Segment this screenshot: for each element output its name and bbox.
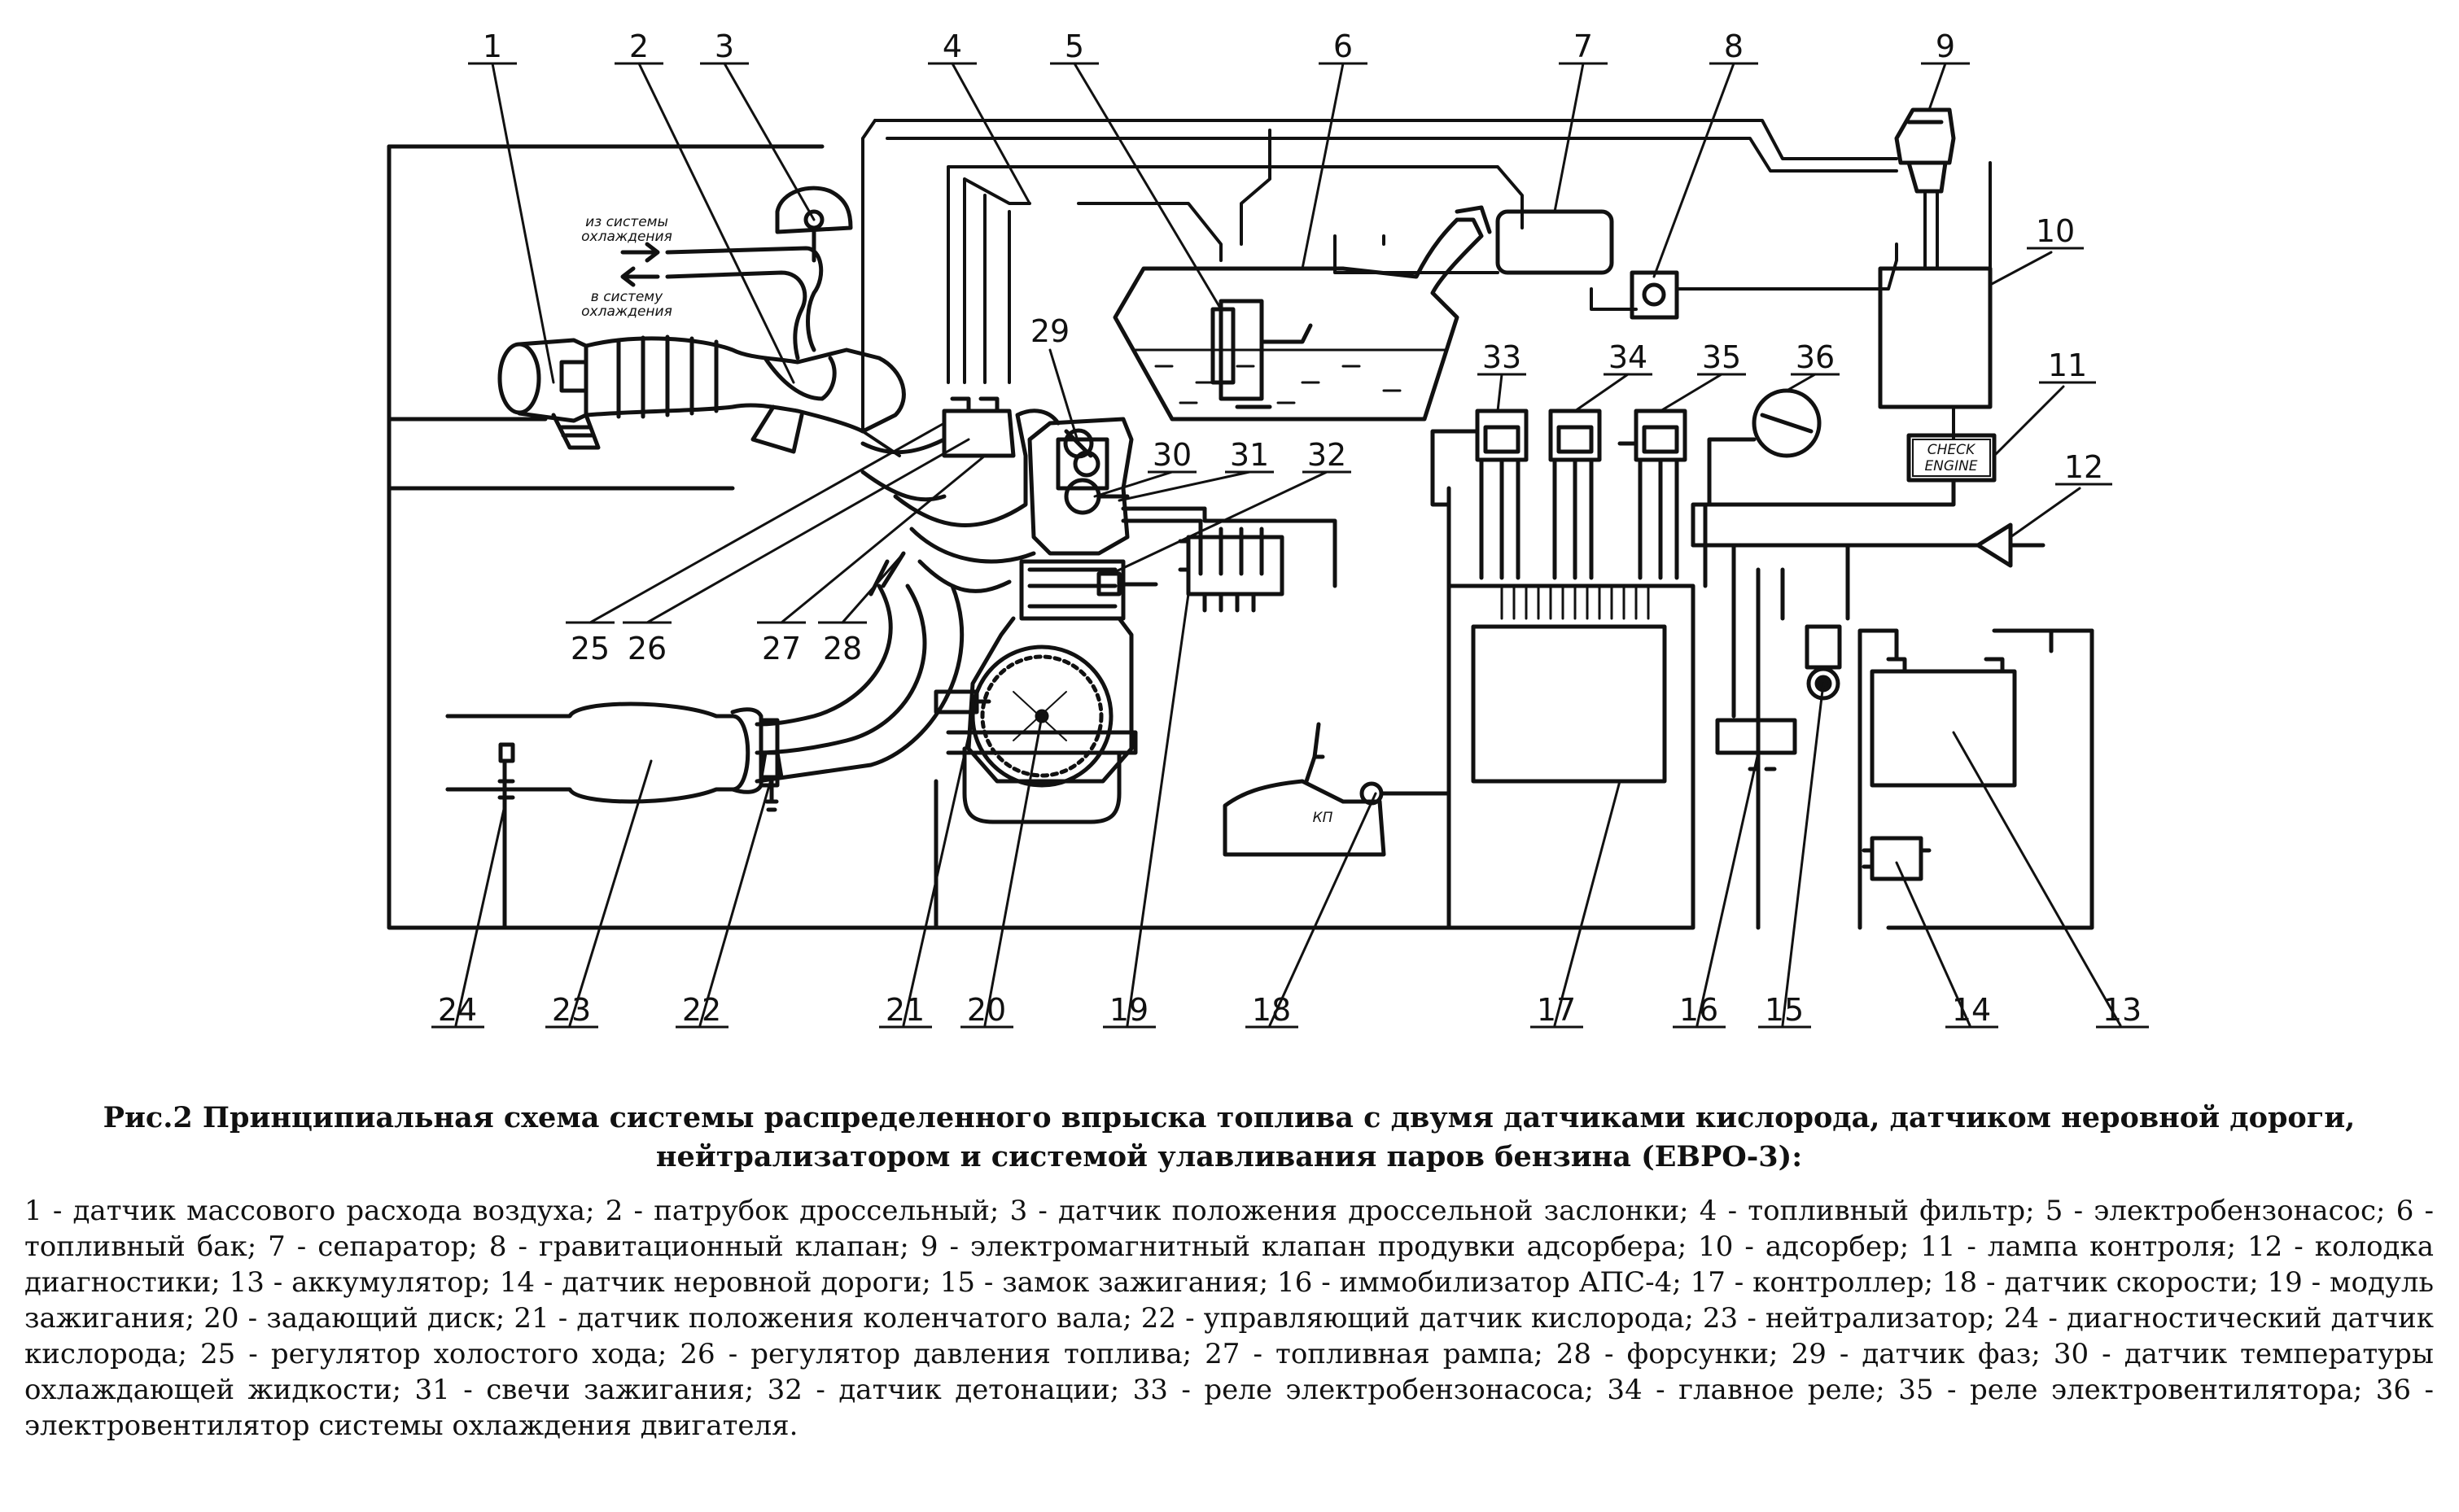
to-cooling-text-1: в систему [591, 289, 663, 305]
battery-wire [1857, 628, 1899, 930]
label-8: 8 [1724, 28, 1744, 64]
catalytic-converter [445, 701, 780, 804]
figure-caption: Рис.2 Принципиальная схема системы распр… [24, 1099, 2434, 1444]
label-15: 15 [1765, 992, 1804, 1028]
throttle-position-sensor [775, 186, 853, 263]
crankshaft-position-sensor [934, 689, 991, 714]
relay-fan [1617, 409, 1687, 580]
ignition-module [1178, 527, 1284, 613]
gearbox [1223, 722, 1386, 857]
gravity-valve-line [1590, 243, 1898, 311]
label-20: 20 [967, 992, 1006, 1028]
label-35: 35 [1702, 339, 1741, 375]
throttle-body [750, 356, 837, 454]
check-engine-text-1: CHECK [1927, 442, 1976, 458]
wiring-frame-right [1886, 628, 2094, 930]
label-10: 10 [2036, 213, 2075, 249]
check-engine-text-2: ENGINE [1924, 458, 1977, 474]
vapour-line-inner [886, 137, 1898, 173]
electric-fuel-pump [1210, 299, 1313, 409]
label-24: 24 [438, 992, 477, 1028]
cylinder-head [1027, 417, 1134, 556]
diagnostic-oxygen-sensor [497, 742, 515, 930]
adsorber-line [1952, 161, 1992, 441]
fuel-rail [860, 396, 1016, 502]
adsorber [1878, 266, 1993, 409]
label-23: 23 [552, 992, 591, 1028]
label-30: 30 [1153, 437, 1192, 473]
diagnostic-connector [1739, 522, 2046, 568]
caption-legend: 1 - датчик массового расхода воздуха; 2 … [24, 1195, 2434, 1442]
purge-valve-line [1923, 190, 1939, 270]
label-28: 28 [823, 631, 862, 666]
label-1: 1 [483, 28, 502, 64]
oil-sump [946, 730, 1138, 824]
injection-system-diagram: 1 2 3 4 5 6 7 8 9 10 11 12 13 14 15 16 1… [387, 28, 2149, 1029]
vapour-line-outer-2 [861, 119, 901, 457]
battery [1870, 628, 2094, 788]
fuel-line-filter-2 [963, 177, 1031, 384]
lamp-wire [1691, 478, 1956, 548]
rough-road-sensor [1862, 836, 1932, 881]
label-36: 36 [1796, 339, 1835, 375]
exhaust-pipe-front [755, 583, 965, 930]
label-9: 9 [1936, 28, 1955, 64]
label-7: 7 [1573, 28, 1593, 64]
label-6: 6 [1333, 28, 1353, 64]
coolant-temp-sensor [1064, 478, 1130, 515]
vapour-line-outer [873, 119, 1898, 160]
label-33: 33 [1482, 339, 1521, 375]
label-25: 25 [571, 631, 610, 666]
purge-valve [1894, 107, 1956, 194]
check-engine-face [1912, 439, 1991, 477]
label-27: 27 [762, 631, 801, 666]
label-22: 22 [682, 992, 721, 1028]
fuel-return-line [983, 194, 1011, 384]
caption-title: Рис.2 Принципиальная схема системы распр… [103, 1101, 2356, 1173]
label-29: 29 [1030, 313, 1070, 349]
label-11: 11 [2048, 347, 2087, 383]
separator [1495, 209, 1614, 275]
label-16: 16 [1679, 992, 1718, 1028]
gearbox-text: КП [1313, 810, 1333, 826]
from-cooling-text-1: из системы [585, 214, 668, 230]
mass-air-flow-sensor [497, 338, 601, 450]
label-18: 18 [1252, 992, 1291, 1028]
label-31: 31 [1230, 437, 1269, 473]
label-17: 17 [1537, 992, 1576, 1028]
wiring-shelf [387, 417, 735, 491]
relay-main [1548, 409, 1602, 580]
label-19: 19 [1109, 992, 1149, 1028]
label-34: 34 [1608, 339, 1647, 375]
label-32: 32 [1307, 437, 1346, 473]
relay-wiring [1430, 429, 1480, 588]
immobilizer-wire [1748, 750, 1777, 771]
ignition-wires [1121, 506, 1337, 588]
exhaust-pipe-rear [445, 714, 491, 792]
label-14: 14 [1952, 992, 1991, 1028]
label-2: 2 [629, 28, 649, 64]
from-cooling-text-2: охлаждения [581, 229, 672, 245]
separator-line [1333, 234, 1499, 274]
controller [1446, 583, 1695, 930]
cooling-fan [1707, 388, 1822, 507]
gravity-valve [1630, 270, 1679, 320]
label-21: 21 [886, 992, 925, 1028]
relay-fuel-pump [1475, 409, 1529, 580]
label-3: 3 [715, 28, 734, 64]
label-12: 12 [2064, 449, 2103, 485]
intake-hose [584, 334, 906, 434]
label-13: 13 [2102, 992, 2142, 1028]
fuel-line-pump-2 [1240, 129, 1271, 246]
to-cooling-text-2: охлаждения [581, 304, 672, 320]
fuel-line-pump [1077, 202, 1223, 262]
control-oxygen-sensor [759, 750, 784, 812]
label-5: 5 [1065, 28, 1084, 64]
label-26: 26 [628, 631, 667, 666]
fuel-tank [1113, 205, 1492, 422]
label-4: 4 [943, 28, 962, 64]
